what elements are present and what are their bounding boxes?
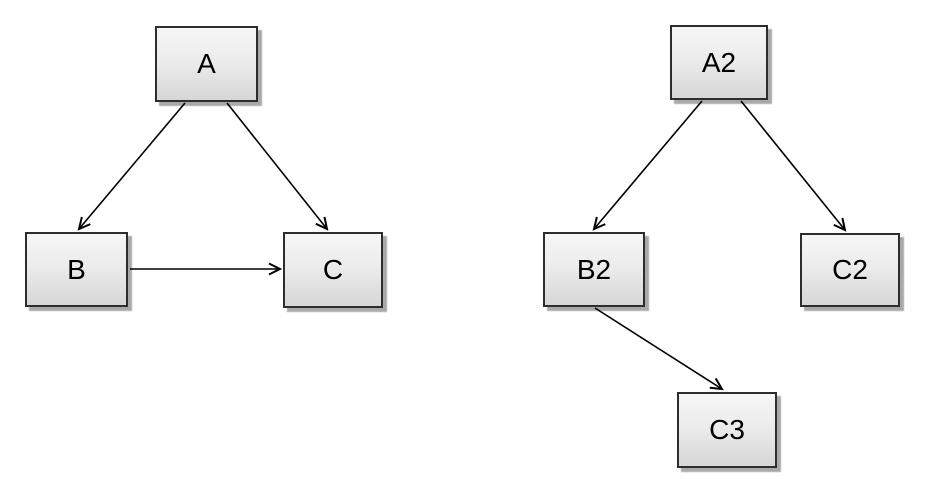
node-A: A — [155, 26, 258, 102]
edge-A2-C2 — [740, 100, 847, 232]
edge-B2-C3 — [594, 307, 724, 391]
edge-group — [77, 100, 847, 391]
node-A2: A2 — [670, 25, 768, 100]
node-C2: C2 — [800, 233, 900, 307]
edge-A-C — [226, 102, 329, 231]
edge-A2-B2 — [592, 100, 703, 231]
node-C: C — [283, 232, 383, 308]
edge-A-B — [77, 102, 186, 231]
node-C3: C3 — [677, 392, 777, 468]
node-B2: B2 — [543, 232, 645, 307]
node-B: B — [25, 232, 128, 307]
